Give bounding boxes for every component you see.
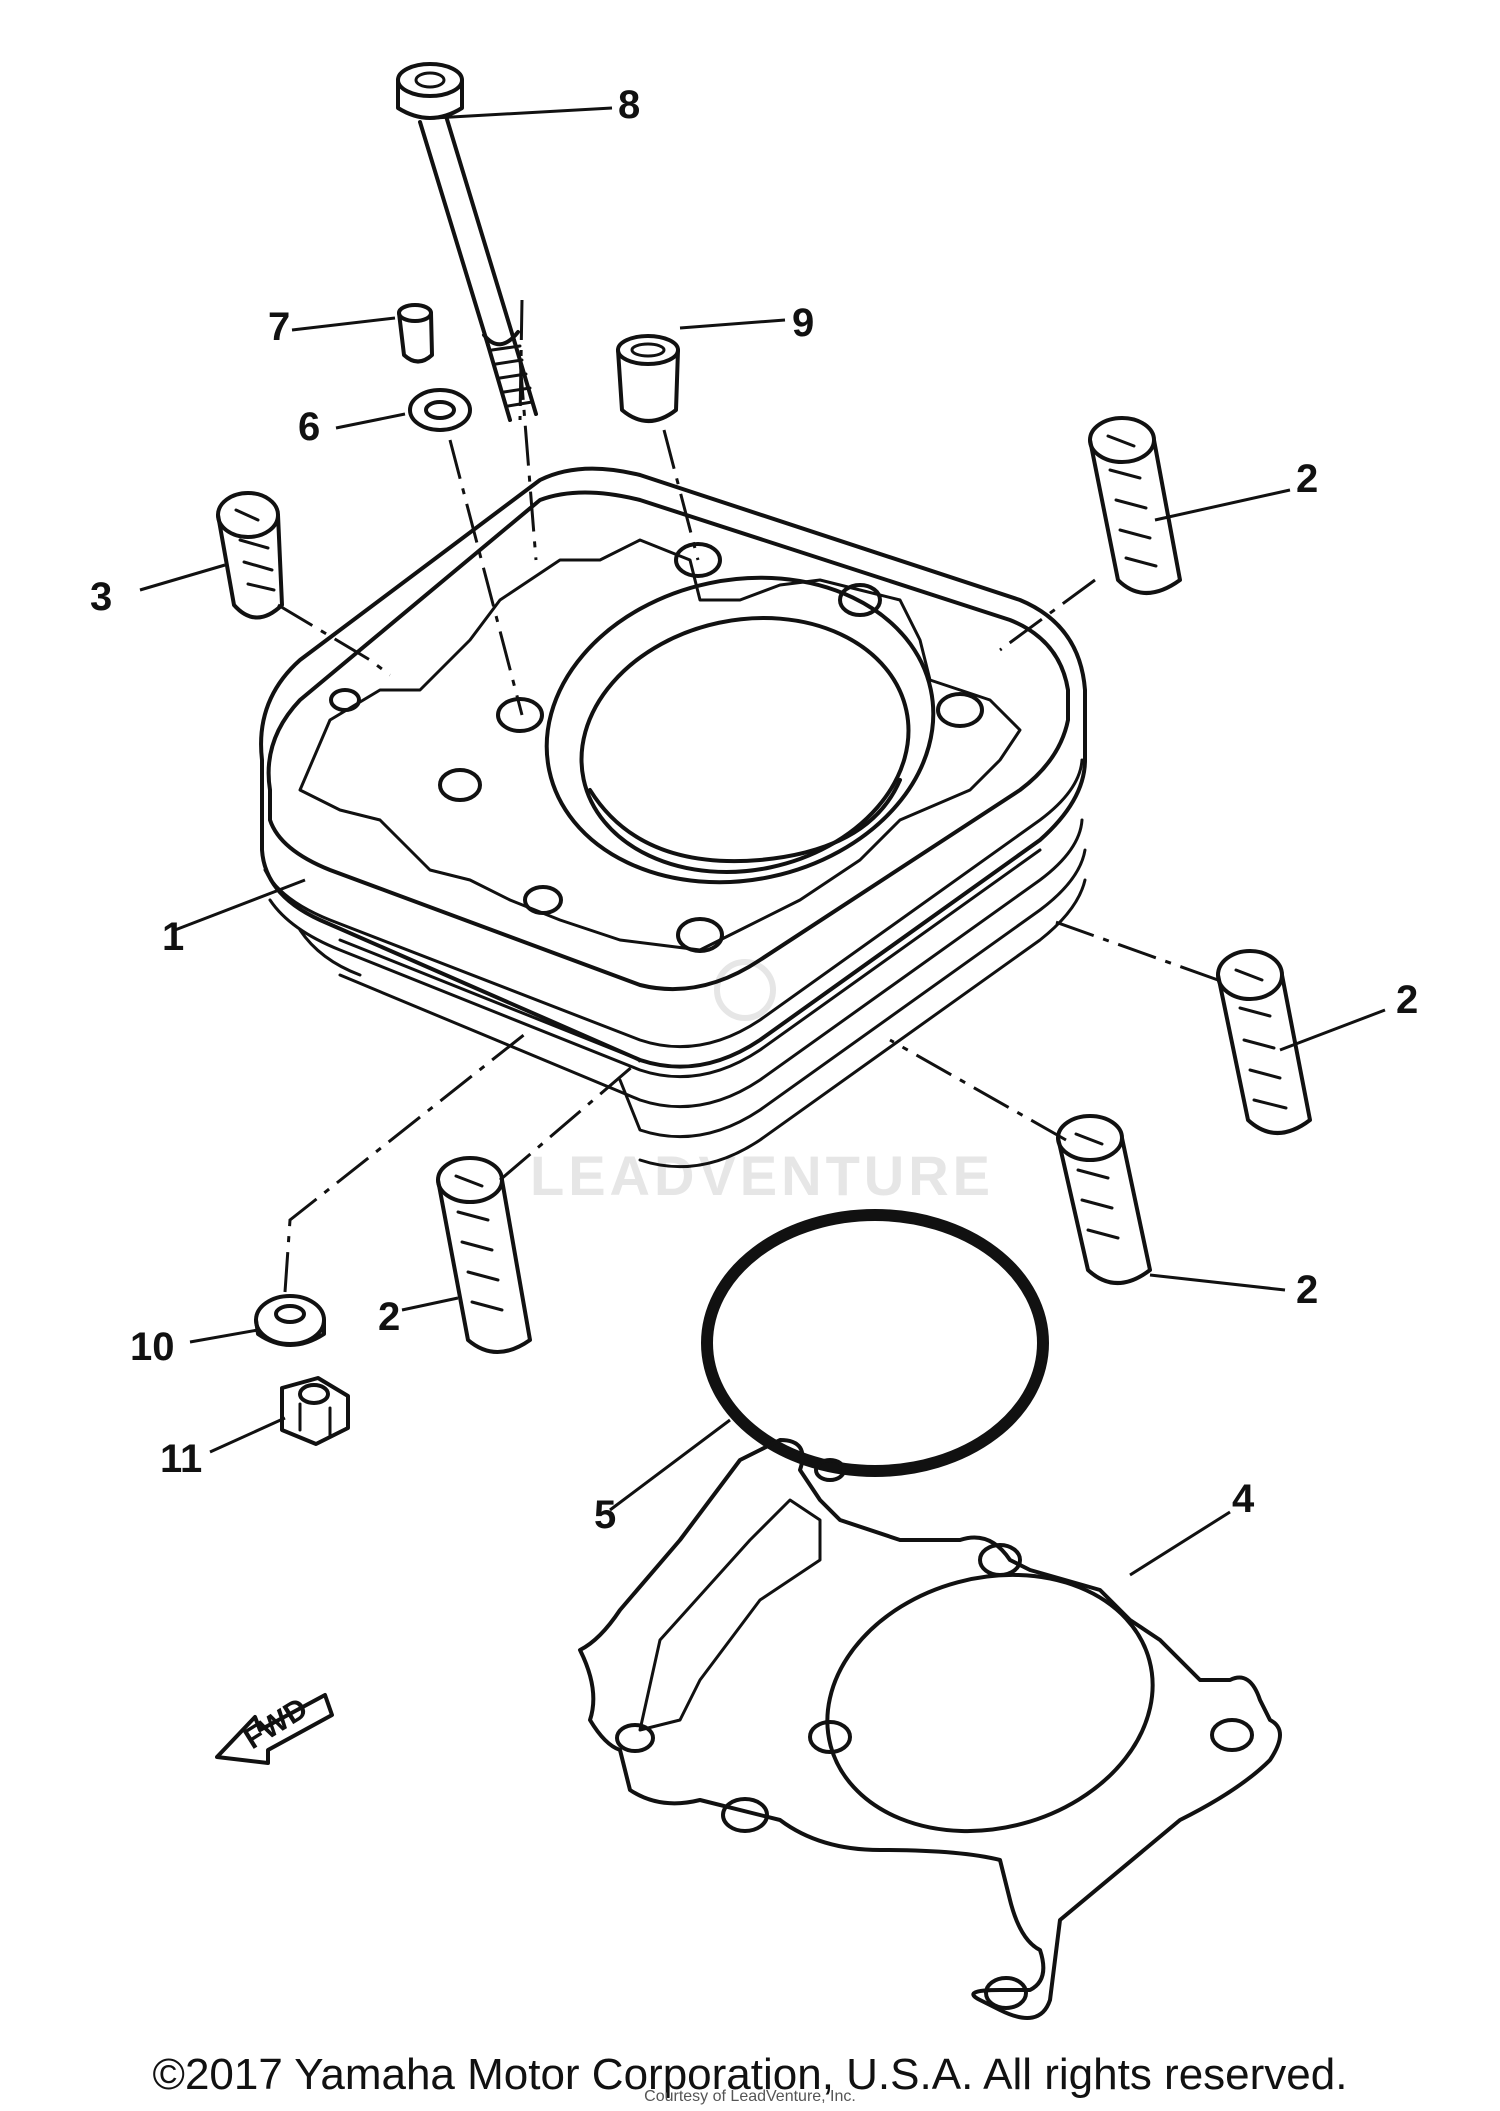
part-2-stud-lower-left [436, 1156, 532, 1354]
part-10-washer [254, 1294, 326, 1347]
courtesy-notice: Courtesy of LeadVenture, Inc. [644, 2088, 856, 2105]
part-11-nut [280, 1376, 350, 1446]
part-1-cylinder [259, 466, 1087, 1169]
callout-2-right: 2 [1396, 978, 1418, 1022]
callout-9: 9 [792, 301, 814, 345]
callout-2-lower-left: 2 [378, 1295, 400, 1339]
callout-6: 6 [298, 405, 320, 449]
callout-1: 1 [162, 915, 184, 959]
part-6-o-ring [408, 388, 472, 432]
callout-2-lower-right: 2 [1296, 1268, 1318, 1312]
callout-10: 10 [130, 1325, 175, 1369]
callout-5: 5 [594, 1493, 616, 1537]
part-2-stud-lower-right [1056, 1114, 1152, 1285]
part-3-stud [216, 491, 284, 620]
part-4-base-gasket [578, 1438, 1282, 2020]
copyright-notice: ©2017 Yamaha Motor Corporation, U.S.A. A… [152, 2050, 1348, 2099]
callout-2-upper-right: 2 [1296, 457, 1318, 501]
part-7-dowel-pin [397, 303, 434, 364]
watermark-logo [714, 959, 776, 1021]
part-2-stud-upper-right [1088, 416, 1182, 595]
watermark: LEADVENTURE [530, 1144, 994, 1207]
part-8-stud-bolt [396, 62, 538, 422]
callout-3: 3 [90, 575, 112, 619]
part-2-stud-right [1216, 949, 1312, 1135]
callout-8: 8 [618, 83, 640, 127]
forward-direction-arrow: FWD [215, 1692, 334, 1765]
part-9-dowel-pin [616, 334, 680, 423]
callout-labels: 8 7 6 9 3 2 1 2 2 2 10 11 5 4 [90, 83, 1418, 1537]
leader-lines [139, 106, 1386, 1577]
callout-11: 11 [160, 1437, 202, 1481]
part-5-o-ring [701, 1209, 1049, 1477]
callout-4: 4 [1232, 1477, 1255, 1521]
callout-7: 7 [268, 305, 290, 349]
